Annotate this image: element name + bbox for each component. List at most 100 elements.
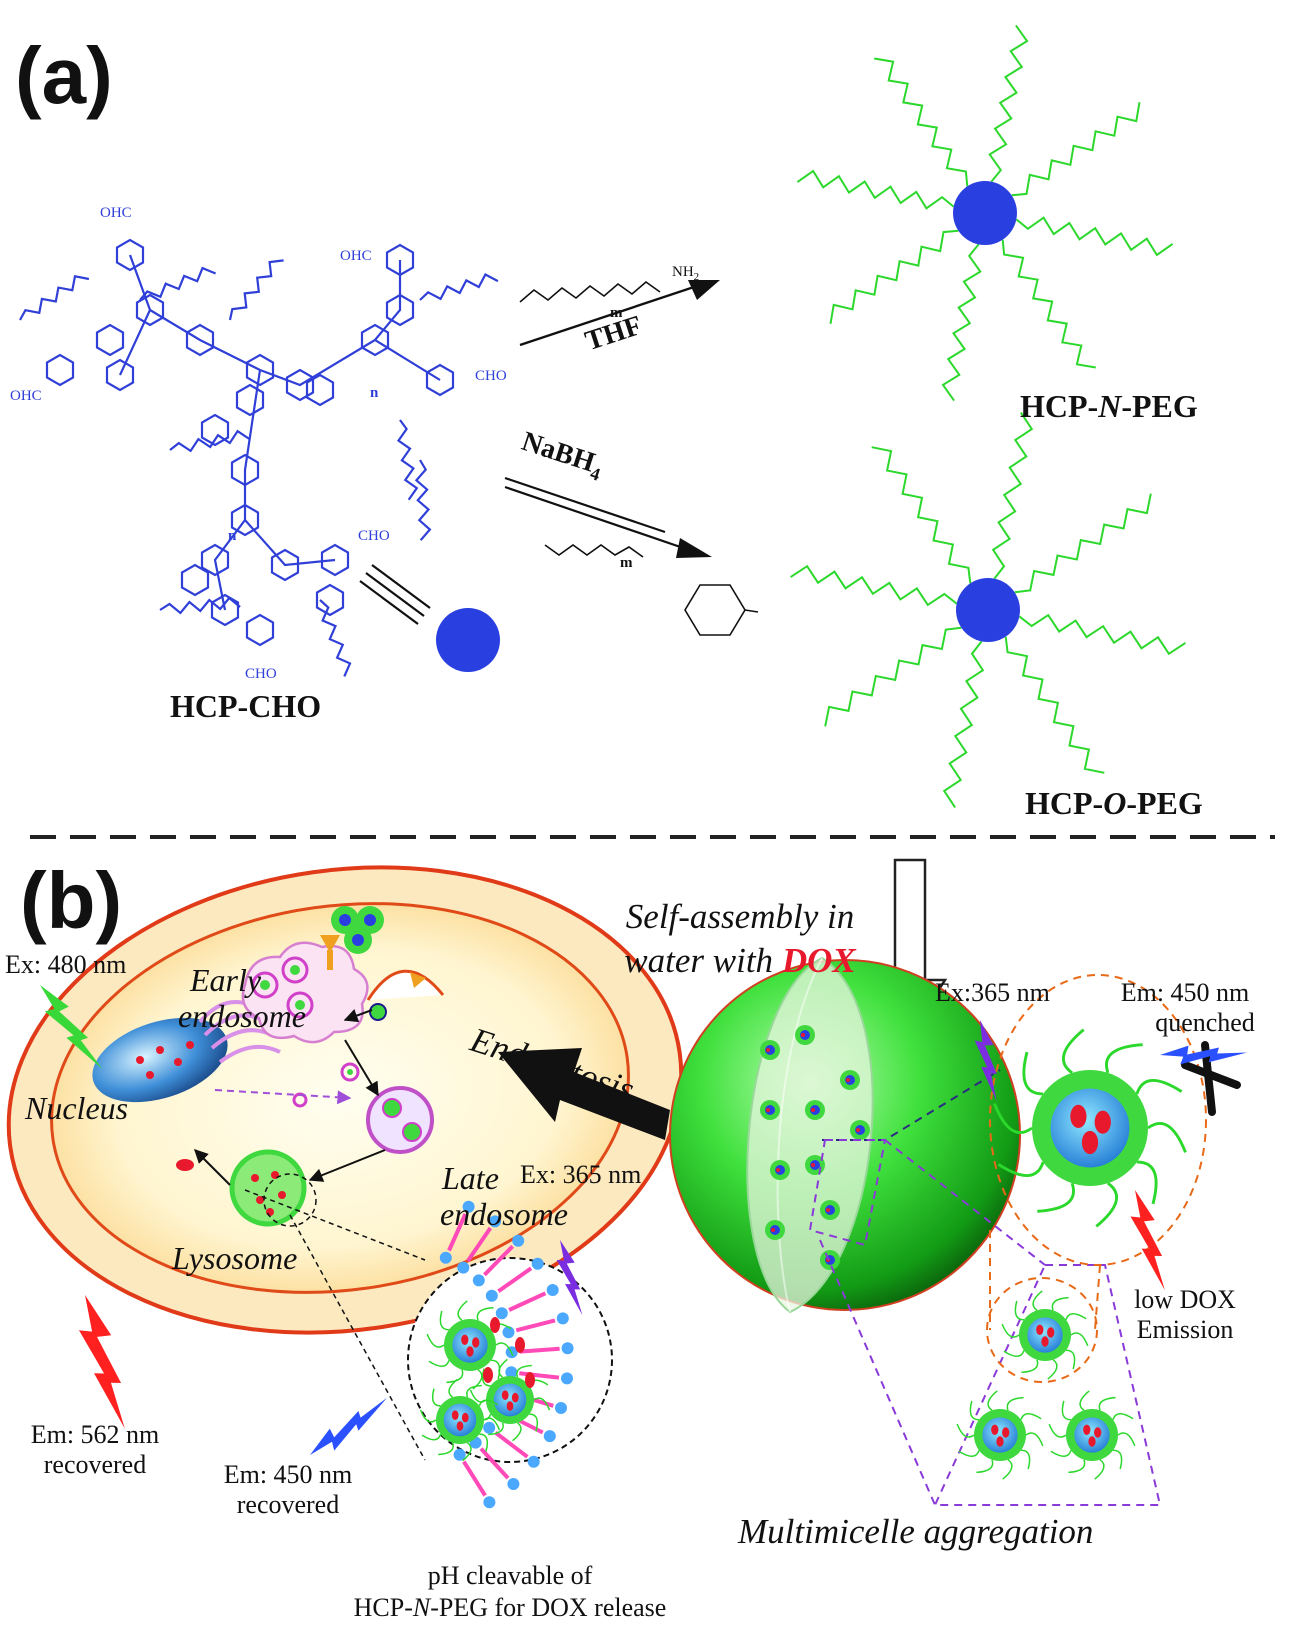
lipid-tail (497, 1266, 533, 1293)
released-dox (515, 1337, 525, 1353)
lipid-head (531, 1257, 544, 1270)
fluorene-ring (200, 413, 230, 447)
lipid-tail (483, 1244, 515, 1277)
micelle-dox (472, 1337, 480, 1348)
lipid-head (483, 1421, 496, 1434)
micelle-core (982, 1417, 1018, 1453)
micelle-arm (1032, 1290, 1043, 1311)
peg-arm (1018, 613, 1186, 656)
alkyl-chain (419, 273, 499, 301)
label-ex365-top: Ex:365 nm (935, 978, 1050, 1007)
micelle-arm (993, 1103, 1033, 1134)
micelle-arm (1147, 1122, 1187, 1153)
label-hcp-o-peg-mid: O (1103, 785, 1127, 821)
micelle-core (493, 1383, 527, 1417)
lightning-shape (1160, 1045, 1248, 1065)
lightning-icon (556, 1240, 583, 1316)
micelle-arm (1025, 1432, 1044, 1447)
label-cho-2: CHO (358, 528, 390, 544)
lightning-shape (1130, 1190, 1165, 1291)
peg-arm (796, 169, 955, 210)
label-ph-2-suffix: -PEG for DOX release (430, 1593, 667, 1622)
receptors (320, 935, 426, 988)
micelle-arm (1068, 1459, 1086, 1474)
label-ph-2-mid: N (412, 1593, 431, 1622)
micelle-dox (461, 1412, 469, 1423)
micelle-arm (476, 1306, 494, 1321)
micelle-arm (512, 1422, 522, 1442)
micelle-dox (456, 1421, 464, 1431)
label-m-thf: m (610, 305, 623, 321)
micelle-dox (451, 1410, 459, 1420)
fluorene-ring (385, 293, 415, 327)
label-hcp-o-peg: HCP-O-PEG (1025, 785, 1203, 822)
label-nh2: NH2 (672, 264, 699, 283)
label-cho-1: CHO (475, 368, 507, 384)
small-micelle-dox (801, 1033, 805, 1037)
alkyl-chain (169, 429, 251, 453)
micelle-dox (461, 1334, 469, 1346)
vesicles (292, 906, 387, 1108)
label-nh2-sub: 2 (693, 271, 700, 283)
lightning-icon (40, 985, 103, 1069)
lipid-head (555, 1402, 567, 1414)
peg-arm (790, 564, 958, 607)
label-hcp-n-peg: HCP-N-PEG (1020, 388, 1198, 425)
fluorene-ring (45, 353, 75, 387)
released-dox (490, 1317, 500, 1333)
peg-arm (1001, 239, 1096, 369)
micelle-aggregate (956, 1290, 1136, 1480)
label-nucleus: Nucleus (25, 1090, 129, 1126)
small-micelle-dox (766, 1108, 770, 1112)
lysosome-organelle (229, 1149, 307, 1227)
small-micelle-dox (771, 1228, 775, 1232)
micelle-core (452, 1327, 488, 1363)
micelle-arm (1070, 1332, 1089, 1347)
lipid-head (457, 1261, 470, 1274)
trafficking-arrows (194, 1009, 386, 1186)
fluorene-ring (305, 373, 335, 407)
micelle-arm (488, 1422, 504, 1436)
label-ohc-3: OHC (10, 388, 42, 404)
label-self-assembly-line1: Self-assembly in (625, 897, 855, 936)
lipid-tail (466, 1226, 493, 1263)
micelle-arm (1112, 1449, 1123, 1470)
label-em450-quenched-1: Em: 450 nm (1120, 978, 1250, 1007)
alkyl-chain (159, 596, 241, 615)
hcp-n-peg-structure (796, 24, 1174, 402)
lipid-head (489, 1215, 501, 1228)
dashed-transport-arrow (214, 1089, 352, 1105)
fluorene-ring (180, 563, 210, 597)
micelle-dox (1094, 1110, 1111, 1134)
hcp-cho-structure (19, 238, 499, 677)
micelle-arm (490, 1359, 501, 1380)
label-low-dox: low DOX Emission (1105, 1285, 1265, 1345)
lipid-tail (519, 1371, 560, 1380)
label-em450-recovered-1: Em: 450 nm (223, 1460, 353, 1489)
micelle-arm (1051, 1296, 1069, 1311)
micelle-arm (448, 1378, 458, 1398)
small-micelle-dox (856, 1128, 860, 1132)
micelle-arm (1105, 1043, 1143, 1074)
micelle-arm (495, 1342, 514, 1357)
micelle-arm (976, 1459, 994, 1474)
label-ph-2: HCP-N-PEG for DOX release (315, 1592, 705, 1624)
micelle-arm (1021, 1359, 1039, 1374)
micelle-core (443, 1403, 477, 1437)
label-self-assembly-line2-text: water with (624, 941, 782, 980)
micelle-dox (511, 1392, 519, 1403)
released-micelles (419, 1300, 551, 1462)
lipid-head (495, 1307, 508, 1320)
lightning-icon (78, 1295, 125, 1429)
small-micelle-dox (811, 1163, 815, 1167)
peg-arm (824, 626, 962, 727)
micelle-arm (1002, 1459, 1013, 1480)
micelle-arm (462, 1442, 472, 1462)
lightning-icon (310, 1397, 388, 1455)
lightning-shape (40, 985, 103, 1069)
micelle-dox (1070, 1104, 1087, 1128)
peg-arm (829, 229, 959, 324)
micelle-arm (1020, 1412, 1042, 1420)
label-ex480: Ex: 480 nm (5, 950, 127, 979)
free-dox (176, 1159, 194, 1171)
